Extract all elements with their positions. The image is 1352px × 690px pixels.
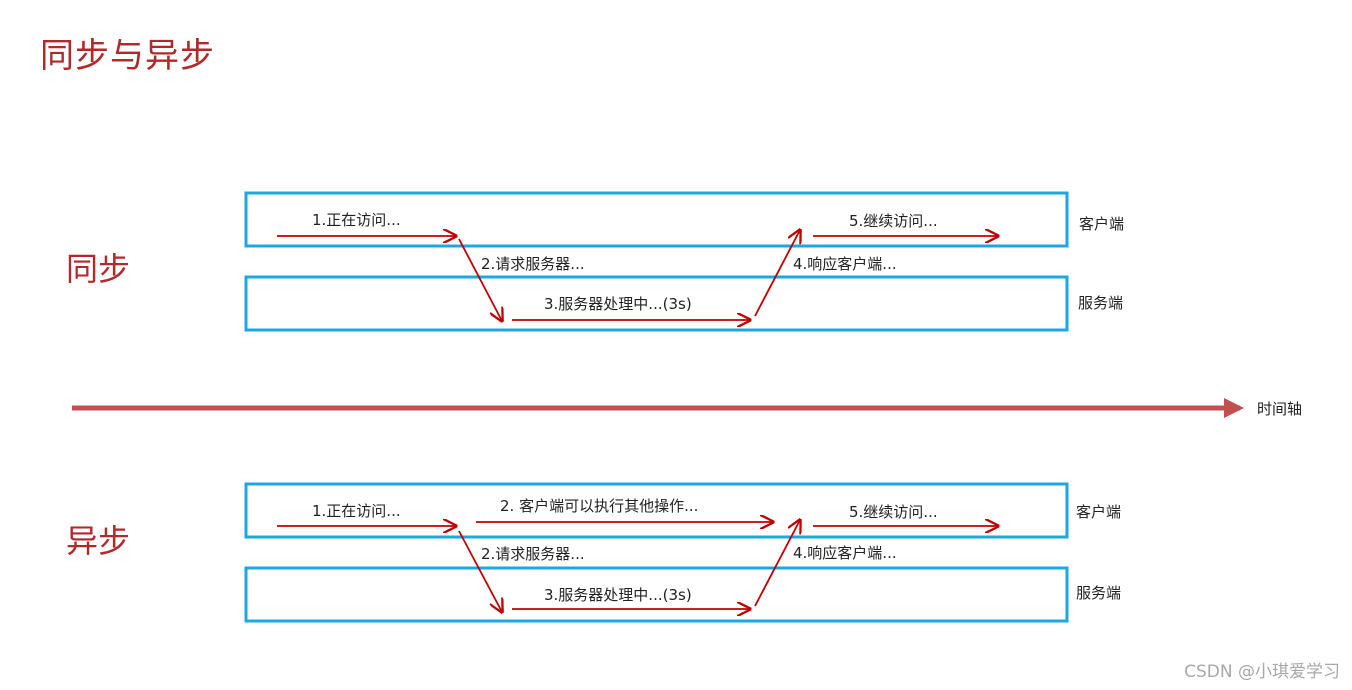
sync-section-title: 同步 [66,250,131,288]
sync-client-label: 客户端 [1079,215,1125,233]
sync-step4-label: 4.响应客户端... [793,255,897,273]
timeline-label: 时间轴 [1257,400,1303,418]
sync-step1-label: 1.正在访问... [312,211,401,229]
page-title: 同步与异步 [40,36,215,76]
async-step4-label: 4.响应客户端... [793,544,897,562]
watermark: CSDN @小琪爱学习 [1184,662,1340,682]
async-step5-label: 5.继续访问... [849,503,938,521]
sync-server-label: 服务端 [1078,294,1124,312]
async-other-ops-label: 2. 客户端可以执行其他操作... [500,497,699,515]
async-step2-label: 2.请求服务器... [481,545,585,563]
sync-step2-label: 2.请求服务器... [481,255,585,273]
sync-server-lane [244,275,1069,332]
async-arrow-request [458,530,502,612]
async-section-title: 异步 [66,522,131,560]
async-arrow-response [754,520,800,607]
sync-step3-label: 3.服务器处理中...(3s) [544,295,692,313]
sync-step5-label: 5.继续访问... [849,212,938,230]
sync-arrow-request [458,238,502,321]
sync-arrow-response [754,230,800,317]
async-step3-label: 3.服务器处理中...(3s) [544,586,692,604]
async-client-lane [244,482,1069,539]
async-server-lane [244,566,1069,623]
async-step1-label: 1.正在访问... [312,502,401,520]
async-client-label: 客户端 [1076,503,1122,521]
async-server-label: 服务端 [1076,584,1122,602]
sync-client-lane [244,191,1069,248]
